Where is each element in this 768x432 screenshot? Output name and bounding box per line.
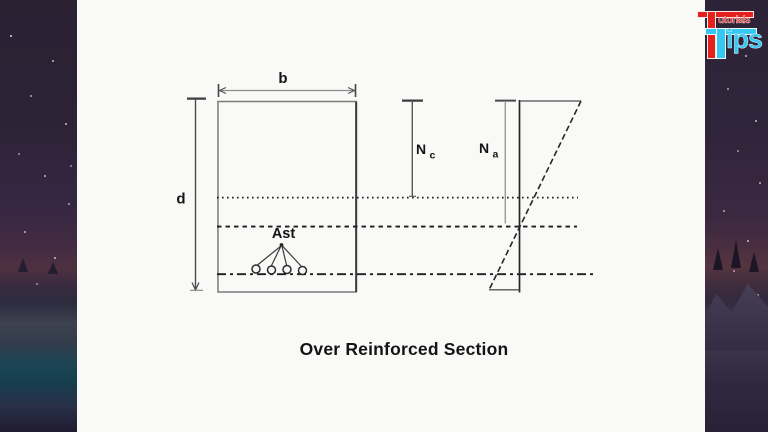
mountain-silhouette (705, 283, 768, 350)
tree-silhouette (48, 262, 58, 274)
logo-word-tutorials-rest: utorials (718, 15, 751, 26)
slide-panel (77, 0, 705, 432)
tutorials-tips-logo: utorials ips (696, 9, 763, 61)
logo-letter-t-cyan-stem (716, 28, 726, 59)
stars (10, 35, 12, 37)
tree-silhouette (18, 258, 28, 272)
background-night-left (0, 0, 77, 432)
logo-letter-t-red-bar (697, 11, 754, 18)
logo-word-tips-rest: ips (726, 24, 764, 54)
tree-silhouette (713, 248, 723, 270)
logo-letter-t-red-stem (707, 11, 716, 59)
background-night-right (705, 0, 768, 432)
tree-silhouette (749, 252, 759, 272)
logo-letter-t-cyan-bar (705, 28, 757, 35)
tree-silhouette (731, 240, 741, 268)
